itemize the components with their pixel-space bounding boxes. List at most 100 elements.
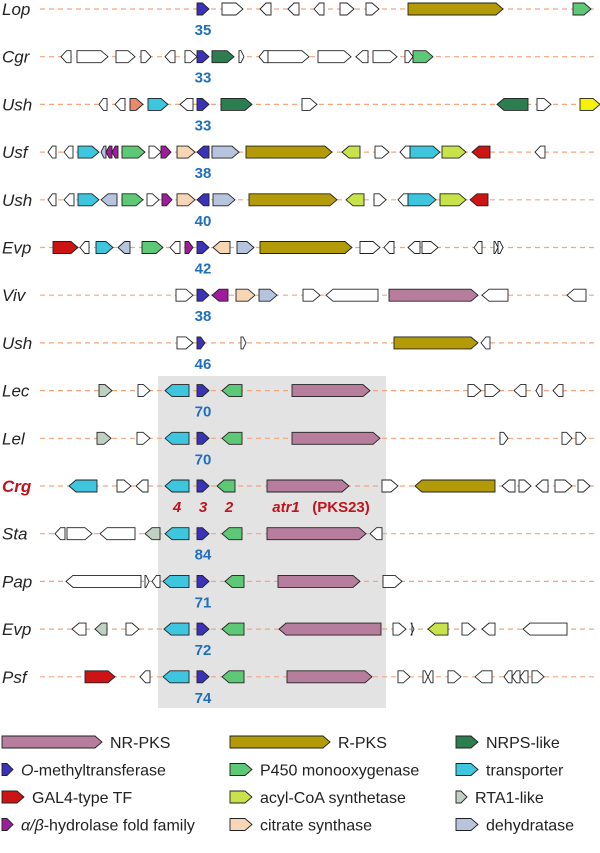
legend-swatch	[1, 818, 14, 831]
gene-arrow	[176, 145, 196, 159]
gene-arrow	[266, 479, 350, 493]
gene-arrow	[111, 145, 119, 159]
gene-arrow	[503, 670, 513, 684]
gene-arrow	[144, 527, 161, 541]
organism-label: Psf	[2, 668, 29, 687]
gene-arrow	[258, 288, 278, 302]
gene-arrow	[63, 193, 75, 207]
gene-arrow	[196, 2, 210, 16]
legend-label: GAL4-type TF	[32, 790, 132, 807]
gene-arrow	[135, 479, 149, 493]
gene-arrow	[481, 622, 496, 636]
gene-arrow	[345, 193, 365, 207]
cluster-row: Psf 74	[2, 668, 598, 707]
gene-arrow	[211, 145, 240, 159]
omt-number-label: 38	[195, 165, 212, 182]
legend-item: O-methyltransferase	[1, 763, 166, 780]
gene-arrow	[421, 241, 439, 254]
gene-arrow	[579, 97, 600, 111]
legend-label: R-PKS	[338, 735, 387, 752]
gene-arrow	[561, 431, 573, 445]
gene-arrow	[534, 145, 546, 159]
gene-arrow	[236, 241, 255, 254]
gene-arrow	[96, 431, 112, 445]
gene-arrow	[163, 622, 190, 636]
gene-arrow	[409, 145, 441, 159]
gene-arrow	[212, 193, 236, 207]
gene-arrow	[221, 622, 245, 636]
gene-arrow	[566, 288, 587, 302]
gene-arrow	[355, 50, 369, 64]
organism-label: Evp	[2, 620, 31, 639]
gene-arrow	[221, 670, 245, 684]
omt-number-label: 40	[195, 213, 212, 230]
legend-label: acyl-CoA synthetase	[260, 790, 406, 807]
gene-arrow	[461, 622, 476, 636]
gene-arrow	[522, 622, 568, 636]
legend-label: NRPS-like	[486, 735, 560, 752]
gene-arrow	[196, 479, 210, 493]
gene-arrow	[469, 193, 489, 207]
gene-arrow	[98, 384, 113, 398]
legend-item: acyl-CoA synthetase	[229, 790, 406, 807]
legend-swatch	[455, 763, 479, 776]
gene-arrow	[473, 241, 483, 254]
gene-arrow	[148, 145, 162, 159]
gene-arrow	[164, 479, 190, 493]
gene-arrow	[383, 241, 395, 254]
gene-arrow	[77, 193, 100, 207]
gene-arrow	[427, 622, 449, 636]
omt-number-label: 74	[195, 690, 212, 707]
gene-arrow	[388, 288, 479, 302]
legend-label: NR-PKS	[110, 735, 170, 752]
gene-arrow	[196, 431, 210, 445]
gene-arrow	[147, 97, 169, 111]
gene-arrow	[196, 50, 210, 64]
gene-arrow	[397, 670, 411, 684]
gene-arrow	[397, 193, 409, 207]
organism-label: Sta	[2, 525, 28, 544]
gene-arrow	[144, 574, 150, 588]
gene-arrow	[196, 384, 210, 398]
omt-number-label: 46	[195, 356, 212, 373]
gene-arrow	[77, 145, 100, 159]
gene-arrow	[467, 384, 482, 398]
gene-arrow	[115, 50, 136, 64]
gene-arrow	[221, 527, 243, 541]
gene-arrow	[105, 145, 113, 159]
gene-arrow	[221, 2, 244, 16]
organism-label: Usf	[2, 143, 30, 162]
gene-arrow	[369, 527, 383, 541]
gene-arrow	[365, 2, 380, 16]
organism-label: Lec	[2, 382, 30, 401]
gene-arrow	[196, 670, 210, 684]
gene-arrow	[359, 241, 381, 254]
gene-arrow	[117, 241, 131, 254]
gene-arrow	[277, 574, 361, 588]
gene-arrow	[212, 241, 231, 254]
gene-arrow	[493, 241, 499, 254]
legend-label: transporter	[486, 763, 564, 780]
gene-arrow	[211, 288, 229, 302]
gene-arrow	[301, 97, 318, 111]
gene-arrow	[535, 384, 543, 398]
legend-label: P450 monooxygenase	[260, 763, 419, 780]
gene-arrow	[412, 50, 434, 64]
organism-label: Lop	[2, 0, 30, 19]
gene-arrow	[441, 145, 467, 159]
gene-arrow	[410, 622, 415, 636]
gene-arrow	[339, 2, 355, 16]
gene-name-label: (PKS23)	[312, 499, 370, 516]
gene-arrow	[480, 336, 491, 350]
omt-number-label: 42	[195, 261, 212, 278]
gene-arrow	[393, 336, 479, 350]
legend-item: NR-PKS	[1, 735, 170, 752]
gene-name-label: 4	[172, 499, 182, 516]
gene-arrow	[501, 479, 516, 493]
gene-arrow	[121, 193, 144, 207]
